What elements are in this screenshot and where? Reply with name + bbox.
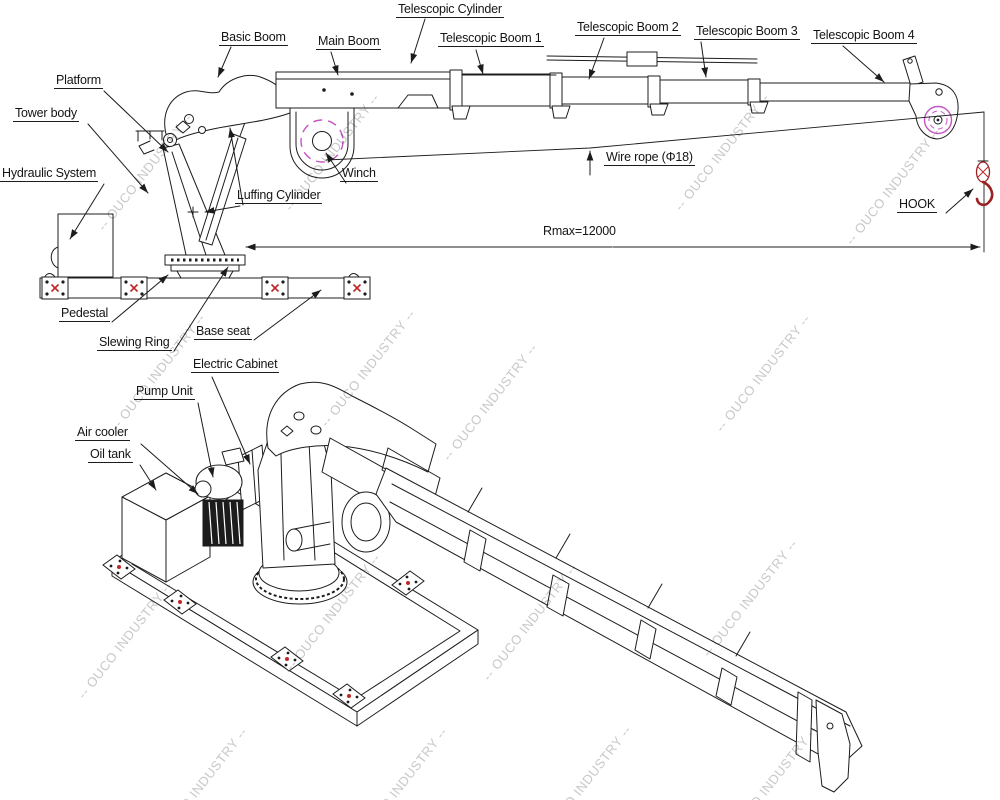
leader-telescopic-boom-4	[842, 45, 885, 83]
label-base-seat: Base seat	[194, 324, 252, 341]
label-wire-rope: Wire rope (Φ18)	[604, 150, 695, 167]
iso-leader-lines	[139, 376, 251, 495]
leader-telescopic-cylinder	[410, 18, 426, 64]
label-tower-body: Tower body	[13, 106, 79, 123]
label-rmax-dimension: Rmax=12000	[543, 224, 616, 238]
label-hydraulic-system: Hydraulic System	[0, 166, 99, 183]
iso-boom-head	[795, 691, 851, 793]
pedestal-and-slewing-ring	[164, 254, 246, 279]
leader-platform	[103, 90, 169, 153]
leader-telescopic-boom-3	[700, 41, 709, 78]
winch-drawing	[289, 107, 355, 179]
iso-pump-unit	[194, 447, 245, 500]
label-telescopic-boom-4: Telescopic Boom 4	[811, 28, 917, 45]
hook-drawing	[975, 160, 994, 207]
label-basic-boom: Basic Boom	[219, 30, 288, 47]
leader-luffing-cylinder-2	[228, 127, 244, 206]
leader-basic-boom	[217, 46, 232, 78]
label-air-cooler: Air cooler	[75, 425, 130, 442]
label-luffing-cylinder: Luffing Cylinder	[235, 188, 323, 205]
isometric-view-drawing	[102, 376, 863, 793]
leader-pump-unit	[197, 402, 215, 478]
side-view-drawing	[39, 18, 994, 352]
leader-electric-cabinet	[211, 376, 251, 465]
leader-hook	[945, 188, 974, 214]
label-winch: Winch	[340, 166, 378, 183]
leader-tower-body	[87, 123, 149, 194]
label-pump-unit: Pump Unit	[134, 384, 195, 401]
label-main-boom: Main Boom	[316, 34, 382, 51]
label-hook: HOOK	[897, 197, 938, 214]
label-telescopic-cylinder: Telescopic Cylinder	[396, 2, 504, 19]
label-platform: Platform	[54, 73, 103, 90]
leader-main-boom	[330, 51, 339, 76]
basic-boom-drawing	[163, 74, 291, 147]
hydraulic-system-box	[50, 213, 114, 278]
leader-winch	[325, 152, 347, 184]
label-slewing-ring: Slewing Ring	[97, 335, 172, 352]
iso-oil-tank	[121, 472, 211, 583]
leader-air-cooler	[140, 443, 199, 495]
leader-luffing-cylinder-1	[204, 205, 241, 214]
leader-hydraulic-system	[69, 183, 105, 240]
luffing-cylinder-drawing	[198, 116, 248, 246]
label-telescopic-boom-3: Telescopic Boom 3	[694, 24, 800, 41]
leader-oil-tank	[139, 464, 157, 491]
iso-telescopic-boom-folded	[375, 467, 863, 767]
leader-slewing-ring	[173, 266, 229, 352]
base-seat-beam	[39, 273, 371, 300]
label-pedestal: Pedestal	[59, 306, 111, 323]
leader-base-seat	[253, 289, 322, 341]
label-oil-tank: Oil tank	[88, 447, 133, 464]
leader-telescopic-boom-2	[588, 37, 605, 80]
telescopic-booms-drawing	[449, 51, 924, 120]
label-telescopic-boom-1: Telescopic Boom 1	[438, 31, 544, 48]
label-electric-cabinet: Electric Cabinet	[191, 357, 280, 374]
iso-air-cooler-fins	[202, 499, 244, 547]
label-telescopic-boom-2: Telescopic Boom 2	[575, 20, 681, 37]
leader-lines	[69, 18, 974, 352]
wire-rope-line	[325, 111, 985, 161]
leader-telescopic-boom-1	[475, 49, 484, 75]
main-boom-drawing	[275, 71, 457, 109]
iso-slewing-ring	[252, 554, 348, 605]
boom-head-and-sheave	[908, 82, 959, 140]
leader-pedestal	[111, 274, 169, 323]
